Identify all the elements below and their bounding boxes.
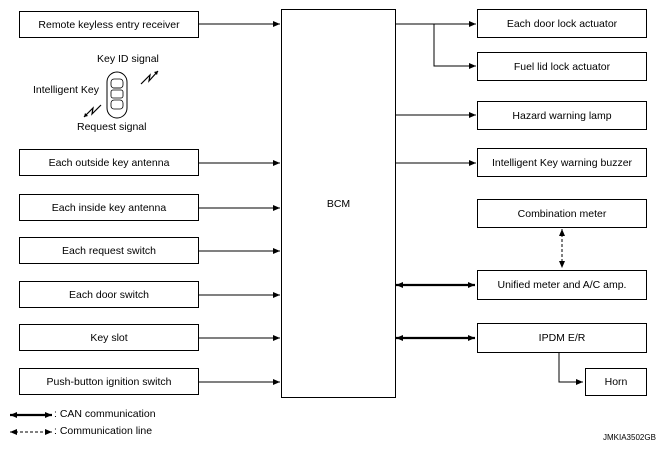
request-signal-label: Request signal: [77, 121, 147, 133]
fuel-lid-lock-actuator-box: Fuel lid lock actuator: [477, 52, 647, 81]
door-switch-box: Each door switch: [19, 281, 199, 308]
outside-key-antenna-box: Each outside key antenna: [19, 149, 199, 176]
key-slot-box: Key slot: [19, 324, 199, 351]
request-signal-arrow-icon: [83, 104, 102, 118]
intelligent-key-warning-buzzer-box: Intelligent Key warning buzzer: [477, 148, 647, 177]
intelligent-key-label: Intelligent Key: [33, 84, 99, 96]
line-fuel-lid: [433, 24, 476, 69]
ipdm-er-box: IPDM E/R: [477, 323, 647, 353]
inside-key-antenna-box: Each inside key antenna: [19, 194, 199, 221]
unified-meter-ac-amp-box: Unified meter and A/C amp.: [477, 270, 647, 300]
line-horn: [558, 352, 583, 385]
intelligent-key-icon: [106, 71, 128, 119]
request-switch-box: Each request switch: [19, 237, 199, 264]
push-button-ignition-switch-box: Push-button ignition switch: [19, 368, 199, 395]
legend-can-label: : CAN communication: [54, 408, 156, 420]
combination-meter-box: Combination meter: [477, 199, 647, 228]
remote-keyless-entry-receiver-box: Remote keyless entry receiver: [19, 11, 199, 38]
horn-box: Horn: [585, 368, 647, 396]
bcm-box: BCM: [281, 9, 396, 398]
legend-comm-label: : Communication line: [54, 425, 153, 437]
key-id-signal-arrow-icon: [140, 70, 159, 85]
door-lock-actuator-box: Each door lock actuator: [477, 9, 647, 38]
figure-code: JMKIA3502GB: [603, 433, 656, 442]
key-id-signal-label: Key ID signal: [97, 53, 159, 65]
hazard-warning-lamp-box: Hazard warning lamp: [477, 101, 647, 130]
